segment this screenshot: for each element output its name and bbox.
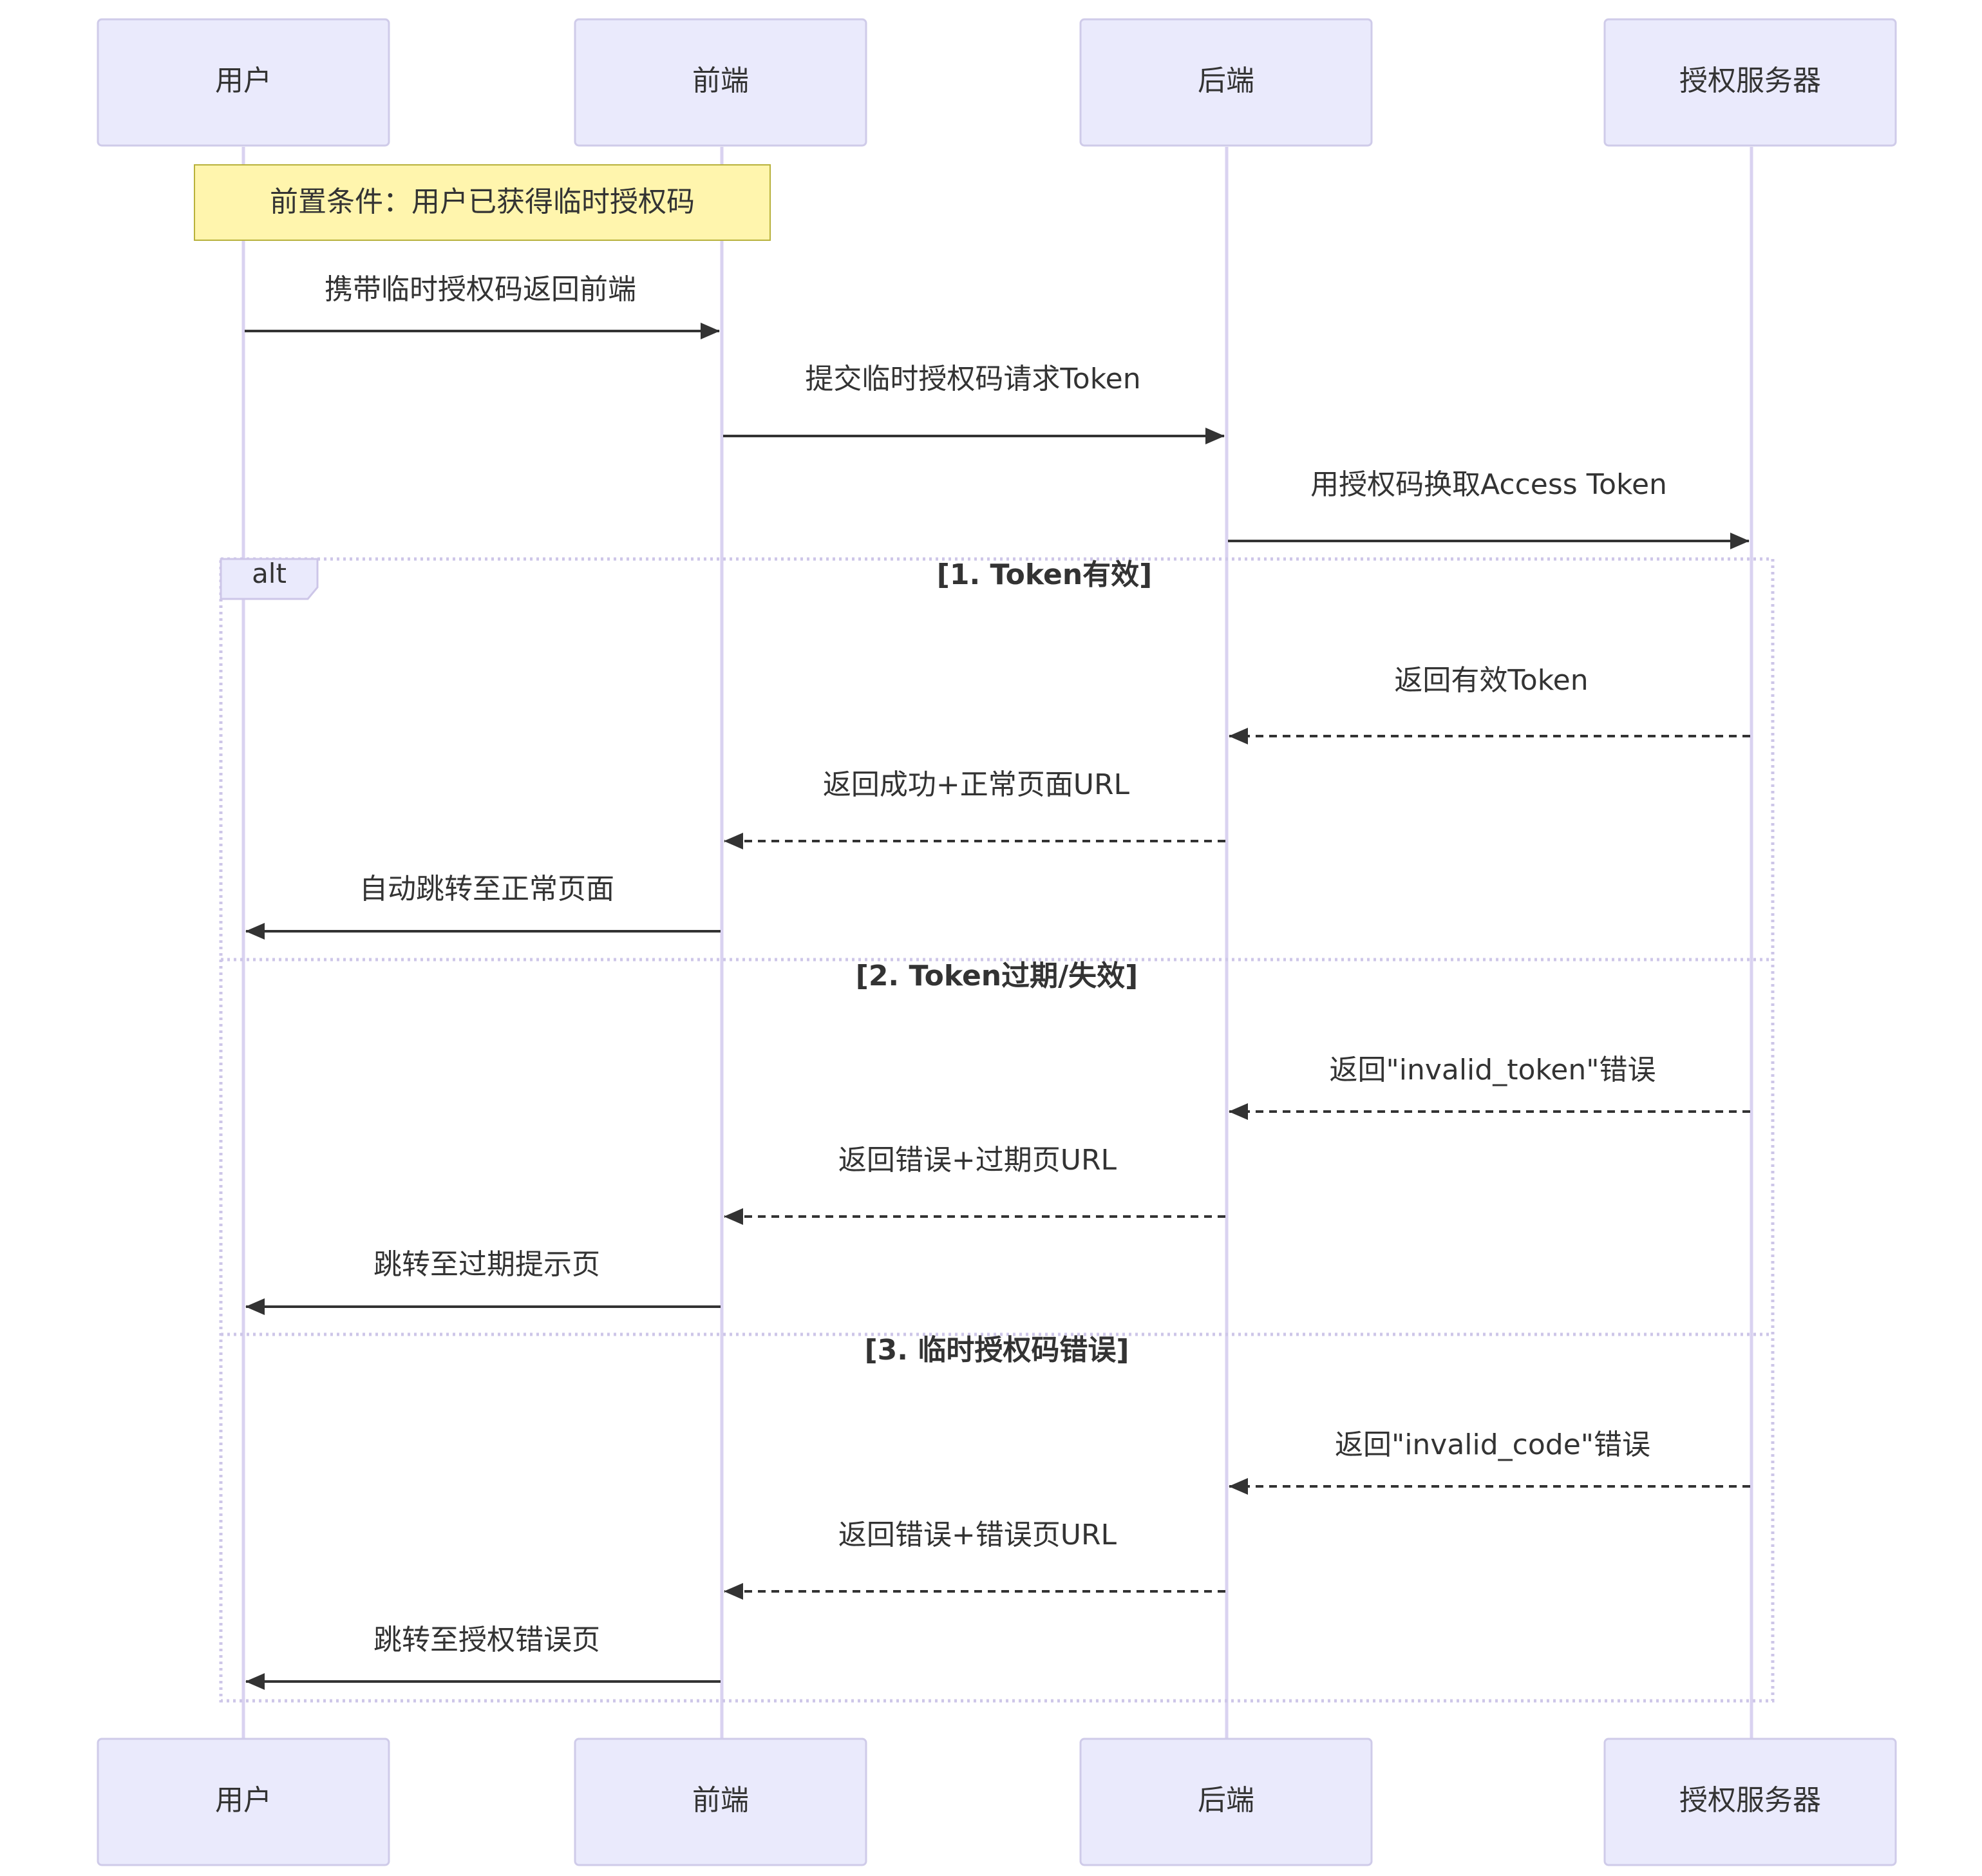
actor-label: 用户: [215, 1784, 272, 1817]
message-label: 跳转至过期提示页: [373, 1248, 600, 1281]
message-label: 返回错误+过期页URL: [838, 1144, 1117, 1177]
message-auth-to-backend: 返回"invalid_code"错误: [1229, 1428, 1750, 1495]
message-label: 提交临时授权码请求Token: [805, 363, 1140, 395]
actor-label: 前端: [692, 64, 749, 97]
actor-box: [97, 1738, 390, 1866]
actor-box: [1079, 1738, 1373, 1866]
message-frontend-to-user: 自动跳转至正常页面: [245, 873, 721, 940]
message-frontend-to-user: 跳转至授权错误页: [245, 1624, 721, 1690]
message-label: 自动跳转至正常页面: [359, 873, 614, 905]
message-backend-to-frontend: 返回错误+过期页URL: [724, 1144, 1225, 1225]
actor-box: [574, 1738, 867, 1866]
alt-keyword-tab: [220, 558, 319, 600]
message-frontend-to-user: 跳转至过期提示页: [245, 1248, 721, 1315]
actor-box: [574, 18, 867, 147]
note-text: 前置条件：用户已获得临时授权码: [270, 185, 695, 218]
message-backend-to-auth: 用授权码换取Access Token: [1228, 468, 1750, 549]
message-backend-to-frontend: 返回成功+正常页面URL: [724, 768, 1225, 849]
actor-frontend-bottom: 前端: [574, 1738, 867, 1866]
actor-box: [1603, 18, 1897, 147]
message-label: 返回错误+错误页URL: [838, 1519, 1117, 1551]
actor-label: 前端: [692, 1784, 749, 1817]
message-label: 返回有效Token: [1394, 664, 1588, 697]
actor-backend-top: 后端: [1079, 18, 1373, 147]
actor-auth-bottom: 授权服务器: [1603, 1738, 1897, 1866]
actor-frontend-top: 前端: [574, 18, 867, 147]
alt-section-condition: [1. Token有效]: [937, 558, 1153, 591]
actor-label: 授权服务器: [1679, 64, 1821, 97]
actor-user-bottom: 用户: [97, 1738, 390, 1866]
message-auth-to-backend: 返回"invalid_token"错误: [1229, 1054, 1750, 1120]
message-label: 返回"invalid_code"错误: [1335, 1428, 1650, 1461]
alt-section-condition: [3. 临时授权码错误]: [865, 1334, 1129, 1367]
actor-auth-top: 授权服务器: [1603, 18, 1897, 147]
message-auth-to-backend: 返回有效Token: [1229, 664, 1750, 744]
message-label: 携带临时授权码返回前端: [325, 273, 636, 306]
message-user-to-frontend: 携带临时授权码返回前端: [245, 273, 720, 339]
alt-section-condition: [2. Token过期/失效]: [856, 960, 1138, 992]
precondition-note: 前置条件：用户已获得临时授权码: [194, 164, 771, 241]
message-label: 返回成功+正常页面URL: [823, 768, 1130, 801]
actor-label: 后端: [1198, 64, 1254, 97]
alt-keyword: alt: [252, 558, 287, 589]
message-backend-to-frontend: 返回错误+错误页URL: [724, 1519, 1225, 1600]
actor-box: [97, 18, 390, 147]
actor-label: 后端: [1198, 1784, 1254, 1817]
alt-frame: alt [1. Token有效] [2. Token过期/失效] [3. 临时授…: [219, 557, 1775, 1703]
actor-label: 授权服务器: [1679, 1784, 1821, 1817]
actor-user-top: 用户: [97, 18, 390, 147]
actor-box: [1079, 18, 1373, 147]
message-frontend-to-backend: 提交临时授权码请求Token: [723, 363, 1225, 444]
actor-label: 用户: [215, 64, 272, 97]
actor-backend-bottom: 后端: [1079, 1738, 1373, 1866]
lifelines: [241, 147, 1753, 1739]
actor-box: [1603, 1738, 1897, 1866]
message-label: 用授权码换取Access Token: [1310, 468, 1667, 501]
message-label: 返回"invalid_token"错误: [1329, 1054, 1656, 1086]
message-label: 跳转至授权错误页: [373, 1624, 600, 1656]
note-box: [194, 164, 771, 241]
